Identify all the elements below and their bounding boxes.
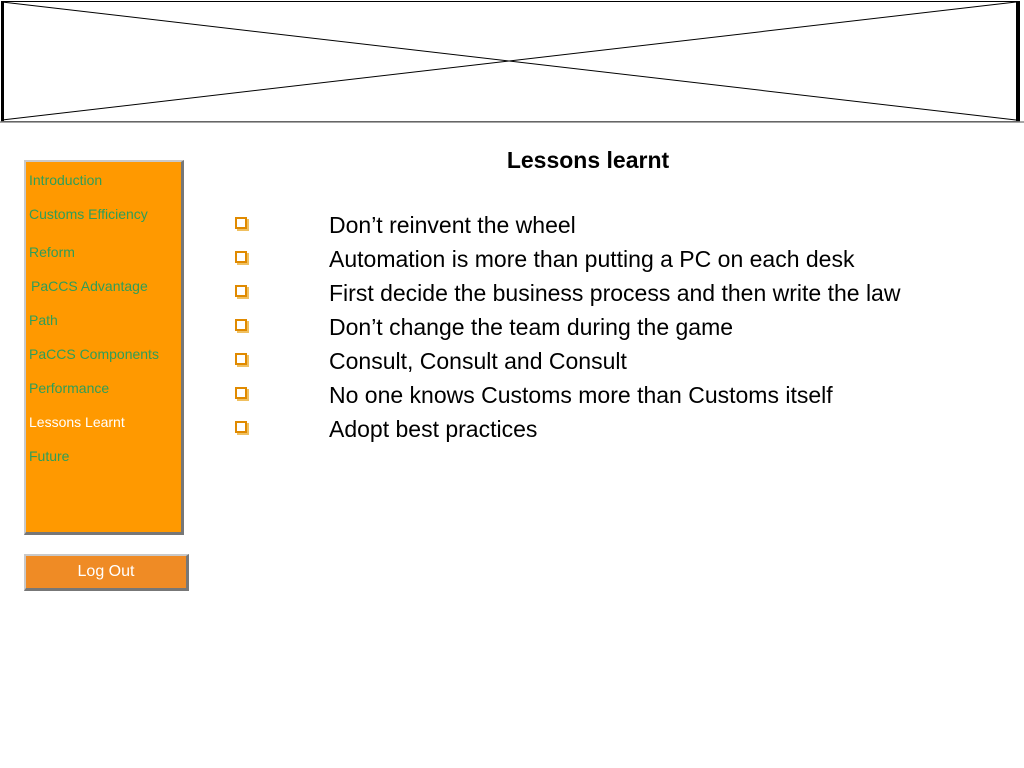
checkbox-bullet-icon: [235, 285, 247, 297]
banner-image-placeholder: [0, 1, 1024, 123]
nav-item-path[interactable]: Path: [29, 312, 58, 328]
nav-item-performance[interactable]: Performance: [29, 380, 110, 396]
list-item: Adopt best practices: [232, 412, 945, 446]
nav-item-customs-efficiency[interactable]: Customs Efficiency: [29, 206, 148, 222]
lessons-list: Don’t reinvent the wheel Automation is m…: [232, 208, 945, 446]
checkbox-bullet-icon: [235, 387, 247, 399]
list-item: Don’t reinvent the wheel: [232, 208, 945, 242]
nav-item-lessons-learnt[interactable]: Lessons Learnt: [29, 414, 125, 430]
list-item: Automation is more than putting a PC on …: [232, 242, 945, 276]
logout-button[interactable]: Log Out: [24, 554, 189, 591]
list-item: Don’t change the team during the game: [232, 310, 945, 344]
list-item: Consult, Consult and Consult: [232, 344, 945, 378]
nav-item-paccs-components[interactable]: PaCCS Components: [29, 346, 159, 362]
nav-item-introduction[interactable]: Introduction: [29, 172, 103, 188]
checkbox-bullet-icon: [235, 421, 247, 433]
checkbox-bullet-icon: [235, 353, 247, 365]
checkbox-bullet-icon: [235, 251, 247, 263]
list-item: First decide the business process and th…: [232, 276, 945, 310]
sidebar-nav: Introduction Customs Efficiency Reform P…: [24, 160, 184, 535]
list-item: No one knows Customs more than Customs i…: [232, 378, 945, 412]
checkbox-bullet-icon: [235, 319, 247, 331]
nav-item-reform[interactable]: Reform: [29, 244, 75, 260]
nav-item-paccs-advantage[interactable]: PaCCS Advantage: [31, 278, 148, 294]
checkbox-bullet-icon: [235, 217, 247, 229]
nav-item-future[interactable]: Future: [29, 448, 70, 464]
page-title: Lessons learnt: [506, 147, 670, 173]
